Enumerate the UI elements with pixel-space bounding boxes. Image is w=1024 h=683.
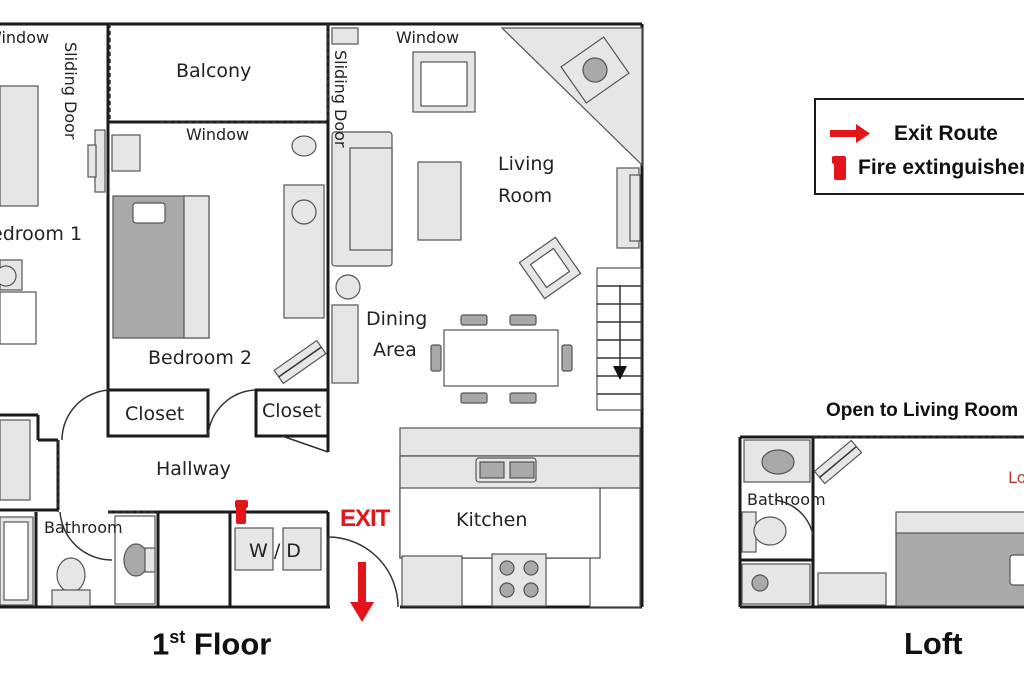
dining-area-label-line1: Dining — [366, 308, 428, 330]
loft-walls — [738, 435, 1024, 609]
closet2-label: Closet — [262, 400, 322, 422]
kitchen-label: Kitchen — [456, 509, 528, 531]
loft-furniture — [741, 439, 1024, 607]
window-balcony-label: Window — [186, 125, 250, 144]
stair-treads — [597, 285, 641, 395]
legend-exit-route: Exit Route — [894, 122, 998, 145]
washer-dryer-label: W / D — [249, 540, 301, 562]
kitchen-furniture — [399, 427, 641, 608]
window-top-left-label: Window — [0, 28, 50, 47]
fire-extinguisher-marker — [235, 500, 248, 524]
closet1-label: Closet — [125, 403, 185, 425]
dining-furniture — [331, 304, 573, 404]
loft-bathroom-label: Bathroom — [747, 490, 826, 509]
bedroom1-label: Bedroom 1 — [0, 223, 83, 245]
loft-title: Loft — [904, 626, 963, 661]
sliding-door-right-label: Sliding Door — [331, 50, 350, 148]
living-room-label-line1: Living — [498, 153, 555, 175]
balcony-label: Balcony — [176, 60, 252, 82]
first-floor-title-number: 1 — [152, 626, 170, 662]
exit-label: EXIT — [340, 505, 390, 532]
living-room-label-line2: Room — [498, 185, 553, 207]
living-room-furniture — [331, 27, 643, 411]
first-floor-title-suffix: st — [169, 627, 186, 647]
open-to-living-room-label: Open to Living Room — [826, 400, 1019, 421]
bedroom2-label: Bedroom 2 — [148, 347, 253, 369]
first-floor-title: 1st Floor — [152, 628, 271, 659]
bathroom-label: Bathroom — [44, 518, 123, 537]
window-top-right-label: Window — [396, 28, 460, 47]
first-floor-title-rest: Floor — [185, 626, 272, 662]
legend-fire-extinguisher: Fire extinguisher — [858, 156, 1024, 179]
bedroom1-furniture — [0, 85, 106, 501]
bathroom-laundry — [0, 389, 399, 608]
dining-area-label-line2: Area — [373, 339, 417, 361]
loft-room-label: Loft — [1008, 468, 1024, 487]
legend-box — [814, 98, 1024, 195]
sliding-door-left-label: Sliding Door — [61, 42, 80, 140]
bedroom2-furniture — [111, 134, 327, 385]
hallway-label: Hallway — [156, 458, 231, 480]
exit-route-arrow — [350, 562, 374, 622]
